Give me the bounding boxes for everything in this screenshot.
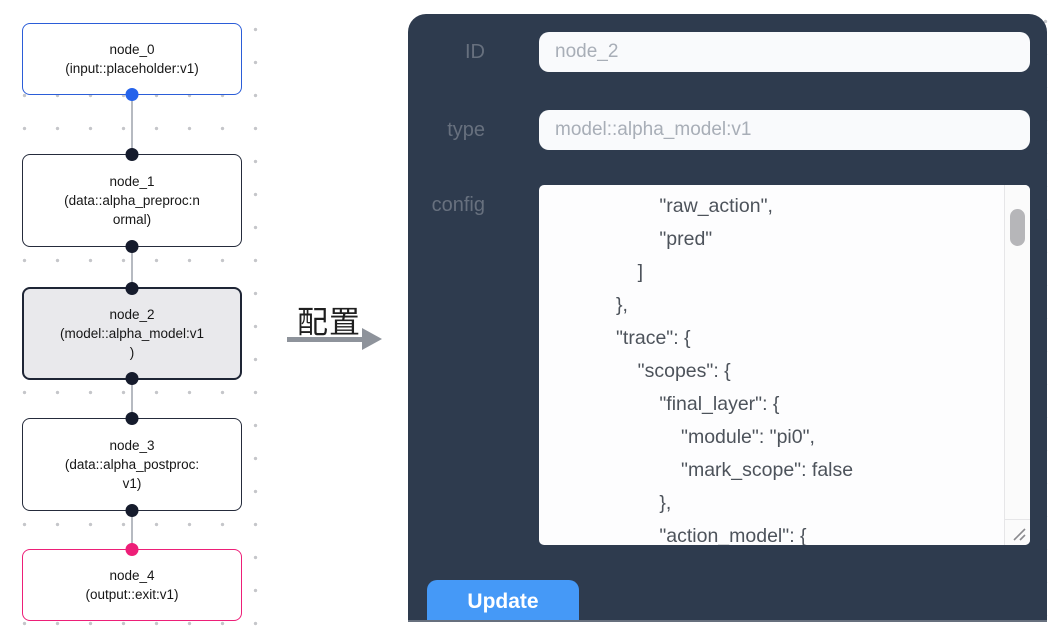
node-subtitle: (input::placeholder:v1) (65, 61, 199, 76)
node-subtitle: (data::alpha_preproc:n ormal) (64, 193, 200, 227)
update-button[interactable]: Update (427, 580, 579, 620)
input-handle-icon[interactable] (125, 282, 139, 295)
flow-canvas[interactable]: node_0 (input::placeholder:v1) node_1 (d… (0, 0, 285, 643)
type-input[interactable] (539, 110, 1030, 150)
node-title: node_1 (109, 174, 155, 189)
textarea-resize-handle[interactable] (1004, 519, 1030, 545)
resize-grip-icon (1013, 528, 1026, 541)
id-input[interactable] (539, 32, 1030, 72)
flow-node-node_0[interactable]: node_0 (input::placeholder:v1) (22, 23, 242, 101)
node-config-panel: ID type config "raw_action", "pred" ] },… (408, 14, 1047, 622)
node-title: node_0 (109, 42, 155, 57)
type-field-label: type (447, 119, 485, 141)
node-subtitle: (data::alpha_postproc: v1) (64, 457, 200, 491)
id-field-label: ID (465, 41, 485, 63)
output-handle-icon[interactable] (125, 504, 139, 517)
edge-node3-node4[interactable] (131, 511, 133, 549)
node-title: node_2 (109, 307, 155, 322)
right-arrow-head-icon (362, 328, 382, 350)
edge-node1-node2[interactable] (131, 247, 133, 287)
edge-node2-node3[interactable] (131, 380, 133, 418)
node-subtitle: (output::exit:v1) (85, 587, 179, 602)
output-handle-icon[interactable] (125, 372, 139, 385)
config-scrollbar-track[interactable] (1004, 185, 1030, 519)
input-handle-icon[interactable] (125, 412, 139, 425)
configure-label: 配置 (297, 305, 361, 340)
output-handle-icon[interactable] (125, 240, 139, 253)
config-field-label: config (431, 194, 485, 216)
node-subtitle: (model::alpha_model:v1 ) (59, 326, 205, 360)
input-handle-icon[interactable] (125, 543, 139, 556)
output-handle-icon[interactable] (125, 88, 139, 101)
configure-annotation: 配置 (283, 295, 393, 365)
right-arrow-icon (287, 337, 364, 342)
edge-node0-node1[interactable] (131, 95, 133, 154)
node-title: node_4 (109, 568, 155, 583)
config-scrollbar-thumb[interactable] (1010, 209, 1025, 246)
flow-node-node_2-selected[interactable]: node_2 (model::alpha_model:v1 ) (22, 282, 242, 385)
config-textarea[interactable]: "raw_action", "pred" ] }, "trace": { "sc… (539, 185, 1030, 545)
input-handle-icon[interactable] (125, 148, 139, 161)
config-json-text: "raw_action", "pred" ] }, "trace": { "sc… (616, 195, 854, 545)
flow-node-node_4[interactable]: node_4 (output::exit:v1) (22, 543, 242, 621)
node-title: node_3 (109, 438, 155, 453)
flow-node-node_3[interactable]: node_3 (data::alpha_postproc: v1) (22, 412, 242, 517)
flow-node-node_1[interactable]: node_1 (data::alpha_preproc:n ormal) (22, 148, 242, 253)
